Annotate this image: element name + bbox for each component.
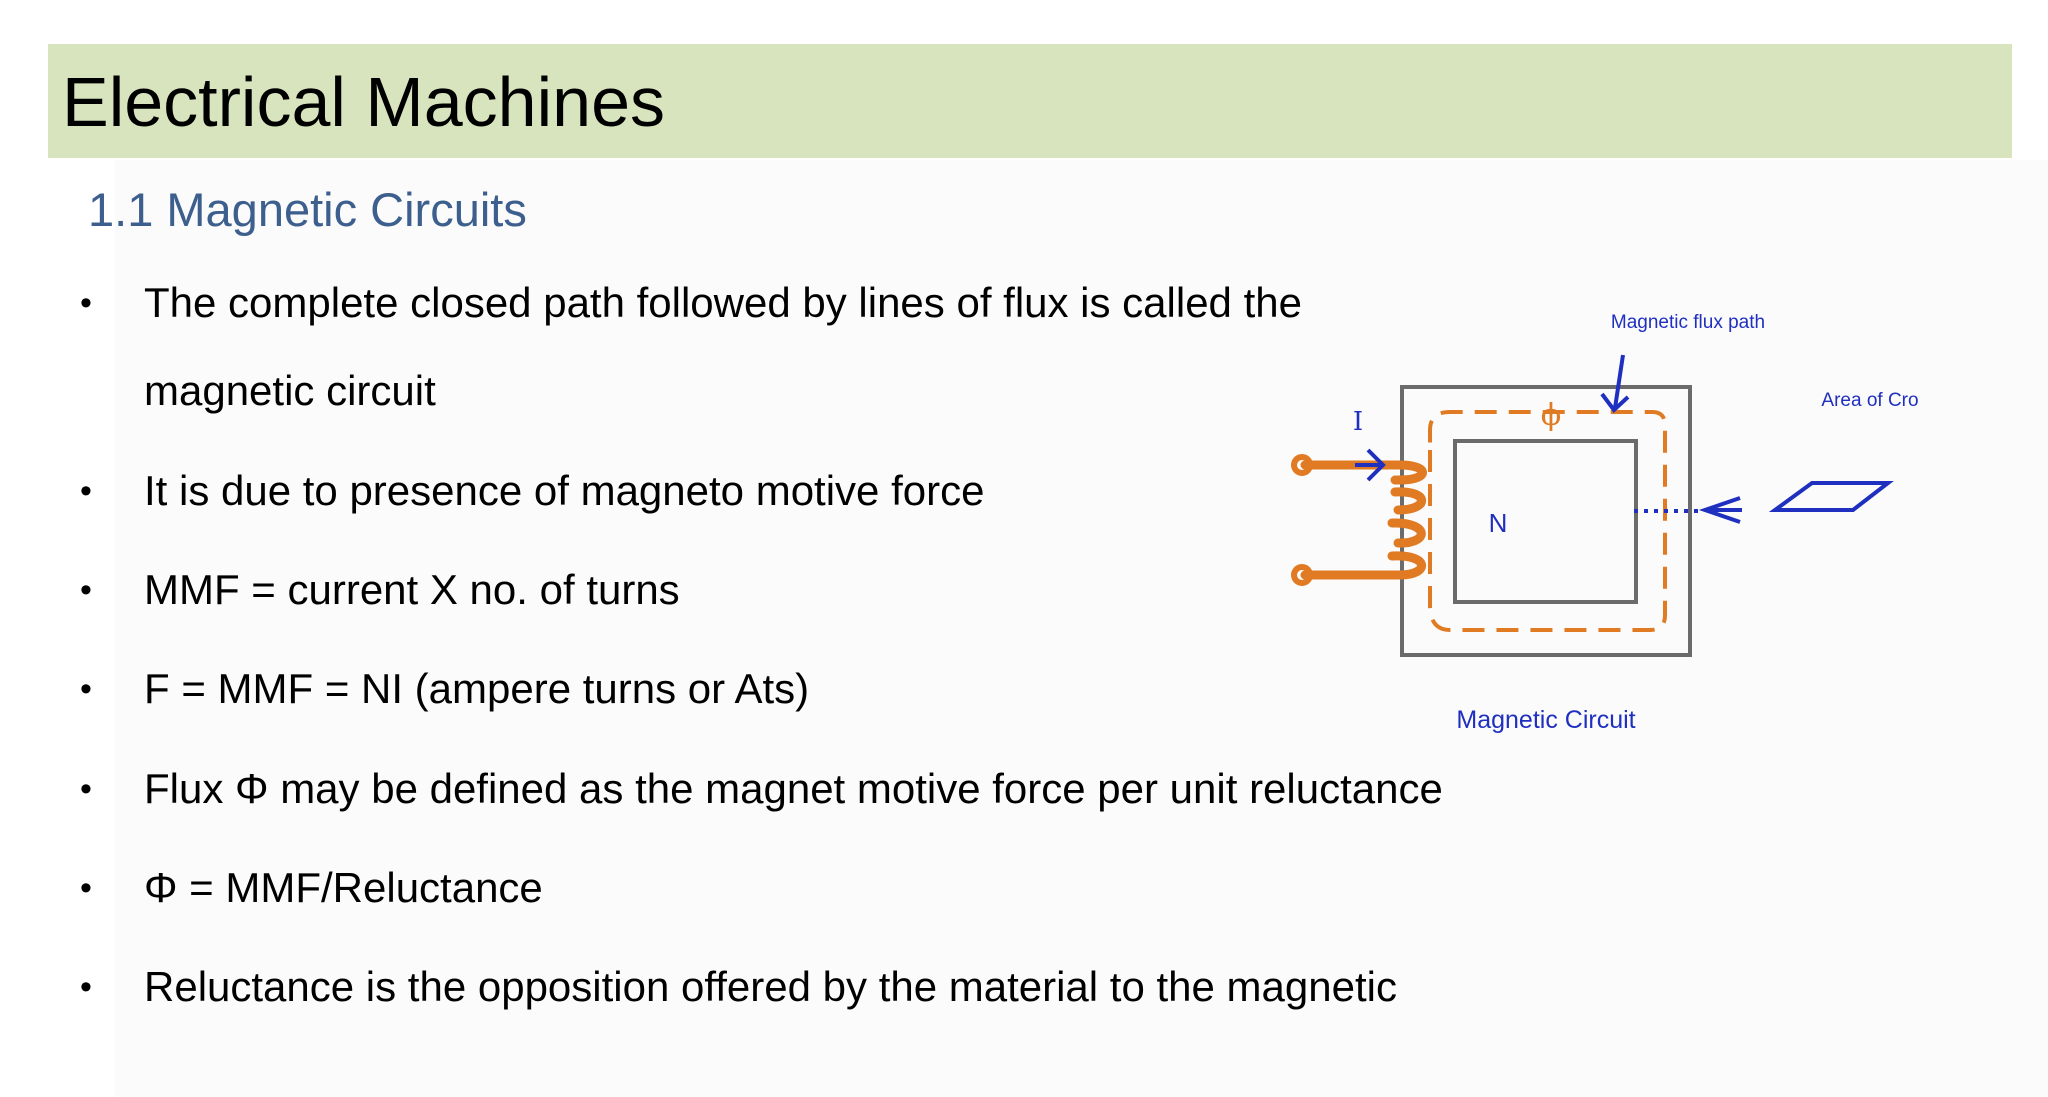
bullet-marker: • <box>80 968 92 1006</box>
current-label: I <box>1353 407 1363 437</box>
bullet-text: Φ = MMF/Reluctance <box>144 864 543 911</box>
cross-section-arrow-icon <box>1698 496 1742 524</box>
flux-symbol: ϕ <box>1541 398 1561 433</box>
diagram-caption: Magnetic Circuit <box>1456 706 1635 734</box>
area-label: Area of Cro <box>1821 390 1918 411</box>
content-background <box>115 160 2048 1097</box>
bullet-marker: • <box>80 284 92 322</box>
title-bar <box>48 44 2012 158</box>
turns-label: N <box>1489 508 1508 538</box>
bullet-marker: • <box>80 472 92 510</box>
flux-path-label: Magnetic flux path <box>1611 312 1765 333</box>
bullet-text: It is due to presence of magneto motive … <box>144 467 985 514</box>
area-shape-icon <box>1768 481 1894 512</box>
bullet-text: Flux Φ may be defined as the magnet moti… <box>144 765 1443 812</box>
section-subtitle: 1.1 Magnetic Circuits <box>88 183 527 236</box>
bullet-text: F = MMF = NI (ampere turns or Ats) <box>144 665 810 712</box>
flux-path-line <box>1428 410 1667 632</box>
slide-title: Electrical Machines <box>62 63 665 141</box>
magnetic-circuit-diagram: ϕ I N Magnetic flux path Area of Cro Mag… <box>1291 312 1919 734</box>
bullet-marker: • <box>80 770 92 808</box>
core-inner-window <box>1453 439 1638 604</box>
bullet-text: The complete closed path followed by lin… <box>144 279 1302 414</box>
current-arrow-icon <box>1355 448 1386 482</box>
bullet-text: MMF = current X no. of turns <box>144 566 680 613</box>
bullet-marker: • <box>80 670 92 708</box>
bullet-marker: • <box>80 571 92 609</box>
coil <box>1291 454 1427 586</box>
bullet-text: Reluctance is the opposition offered by … <box>144 963 1397 1010</box>
flux-path-arrow-icon <box>1600 354 1630 413</box>
bullet-marker: • <box>80 869 92 907</box>
